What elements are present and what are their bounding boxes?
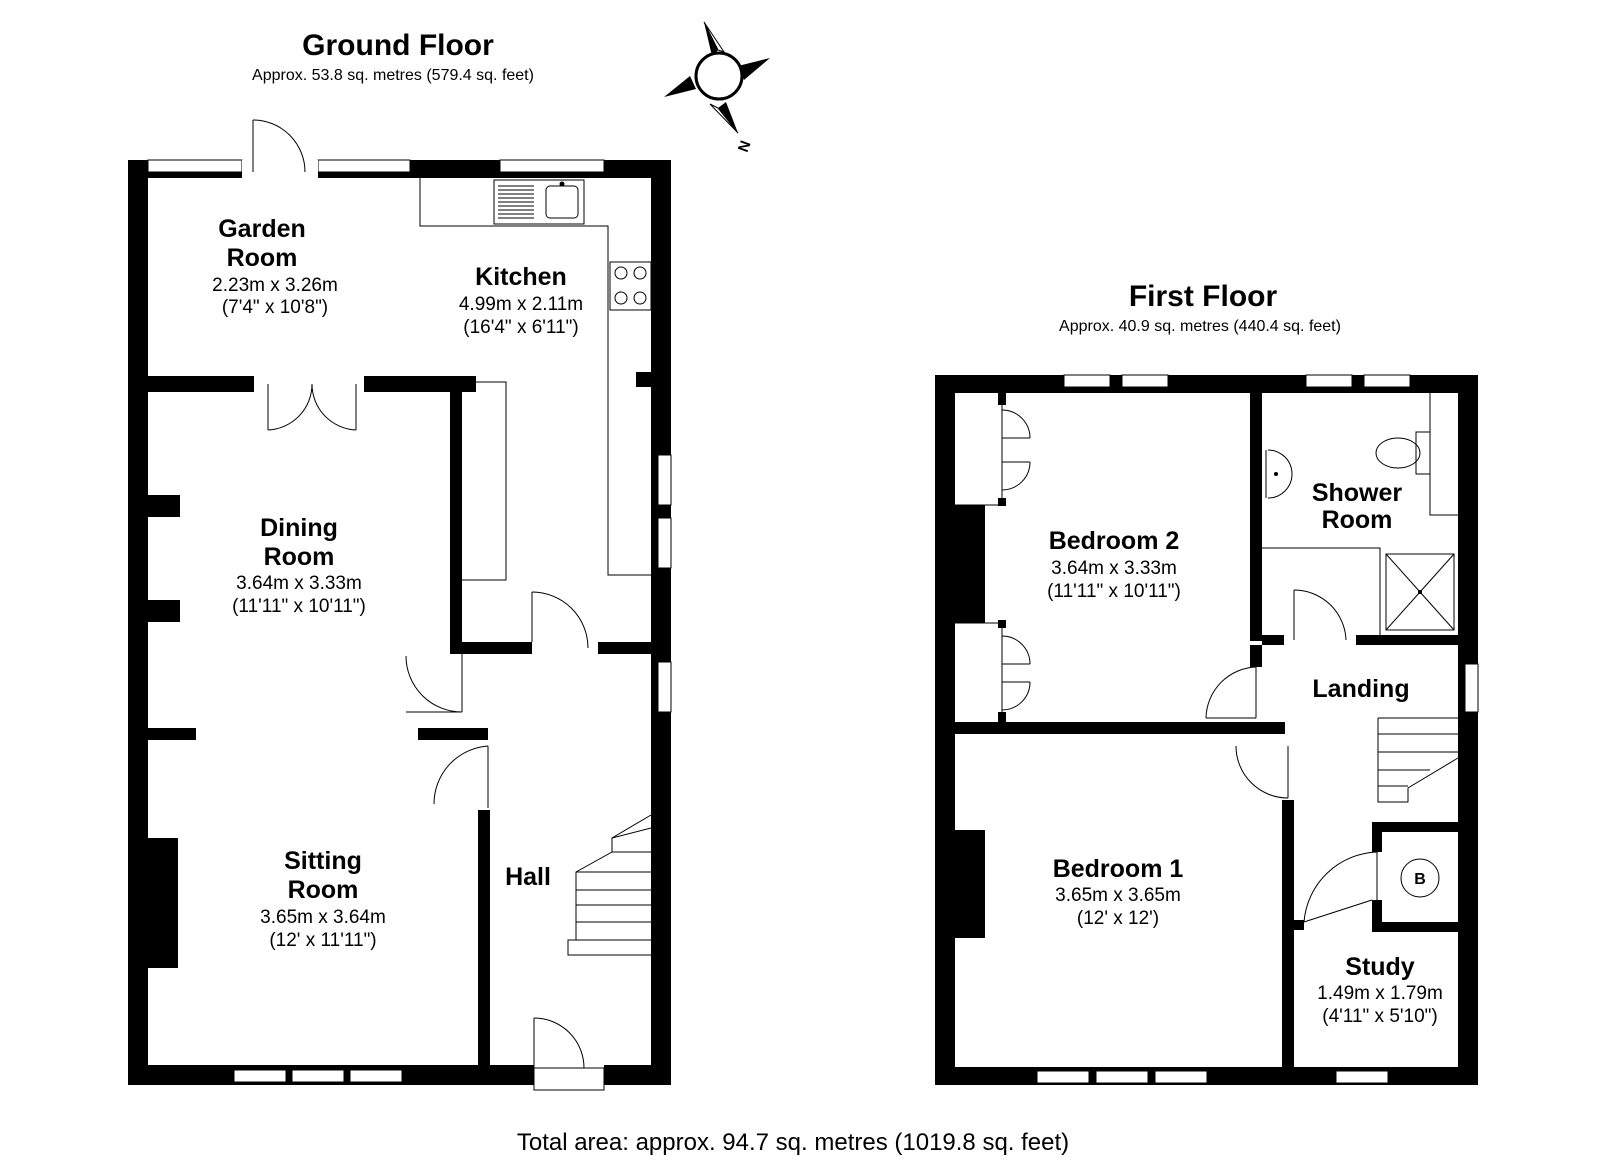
first-floor-area: Approx. 40.9 sq. metres (440.4 sq. feet) xyxy=(1059,318,1341,335)
room-name: Sitting xyxy=(284,847,362,875)
room-name: Shower xyxy=(1312,479,1403,507)
room-study: Study 1.49m x 1.79m (4'11" x 5'10") xyxy=(1317,953,1443,1027)
boiler-label: B xyxy=(1414,871,1426,888)
wardrobe-top-icon xyxy=(955,393,1031,506)
room-dimensions-imperial: (12' x 11'11") xyxy=(269,930,376,951)
room-dimensions-metric: 4.99m x 2.11m xyxy=(459,294,583,315)
room-garden-room: Garden Room 2.23m x 3.26m (7'4" x 10'8") xyxy=(212,215,338,318)
compass-north-label: N xyxy=(735,138,755,154)
toilet-icon xyxy=(1375,393,1458,516)
wardrobe-bottom-icon xyxy=(955,620,1031,722)
room-dimensions-imperial: (4'11" x 5'10") xyxy=(1322,1006,1437,1027)
bedroom2-door-icon xyxy=(1205,666,1257,719)
dining-french-doors-icon xyxy=(267,383,357,431)
room-name: Room xyxy=(288,876,359,904)
room-dimensions-metric: 3.64m x 3.33m xyxy=(1051,558,1177,579)
room-dining-room: Dining Room 3.64m x 3.33m (11'11" x 10'1… xyxy=(232,514,366,617)
room-name: Room xyxy=(264,543,335,571)
room-name: Room xyxy=(227,244,298,272)
compass-rose-icon: N xyxy=(664,21,770,154)
room-sitting-room: Sitting Room 3.65m x 3.64m (12' x 11'11"… xyxy=(260,847,386,951)
kitchen-sink-icon xyxy=(493,179,585,225)
room-landing: Landing xyxy=(1312,675,1409,703)
basin-icon xyxy=(1265,449,1293,499)
room-name: Landing xyxy=(1312,675,1409,703)
room-name: Kitchen xyxy=(475,263,567,291)
room-shower-room: Shower Room xyxy=(1312,479,1403,534)
total-area-caption: Total area: approx. 94.7 sq. metres (101… xyxy=(517,1129,1069,1156)
bedroom1-door-icon xyxy=(1235,745,1289,799)
room-name: Bedroom 1 xyxy=(1053,855,1184,883)
shower-door-icon xyxy=(1293,589,1347,641)
boiler-icon: B xyxy=(1400,858,1440,898)
room-dimensions-metric: 3.65m x 3.65m xyxy=(1055,885,1181,906)
dining-hall-door-icon xyxy=(405,654,463,713)
study-door-icon xyxy=(1303,851,1378,923)
room-dimensions-metric: 3.64m x 3.33m xyxy=(236,573,362,594)
sitting-hall-door-icon xyxy=(433,745,489,808)
kitchen-worktop xyxy=(419,178,651,581)
room-name: Bedroom 2 xyxy=(1049,527,1180,555)
kitchen-door-icon xyxy=(531,591,589,649)
room-hall: Hall xyxy=(505,863,551,891)
room-name: Study xyxy=(1345,953,1415,981)
shower-tray-icon xyxy=(1262,547,1455,635)
room-dimensions-metric: 1.49m x 1.79m xyxy=(1317,983,1443,1004)
room-dimensions-metric: 3.65m x 3.64m xyxy=(260,907,386,928)
front-door-icon xyxy=(533,1017,605,1091)
room-dimensions-imperial: (11'11" x 10'11") xyxy=(1047,581,1181,602)
ground-floor-plan: Garden Room 2.23m x 3.26m (7'4" x 10'8")… xyxy=(128,119,672,1091)
room-dimensions-metric: 2.23m x 3.26m xyxy=(212,275,338,296)
kitchen-hob-icon xyxy=(609,261,652,311)
room-bedroom-1: Bedroom 1 3.65m x 3.65m (12' x 12') xyxy=(1053,855,1184,929)
landing-staircase-icon xyxy=(1377,717,1459,803)
room-kitchen: Kitchen 4.99m x 2.11m (16'4" x 6'11") xyxy=(459,263,583,338)
room-bedroom-2: Bedroom 2 3.64m x 3.33m (11'11" x 10'11"… xyxy=(1047,527,1181,602)
room-name: Dining xyxy=(260,514,338,542)
room-dimensions-imperial: (11'11" x 10'11") xyxy=(232,596,366,617)
ground-floor-title: Ground Floor xyxy=(302,29,494,62)
ground-floor-area: Approx. 53.8 sq. metres (579.4 sq. feet) xyxy=(252,67,534,84)
hall-staircase-icon xyxy=(567,814,652,956)
first-floor-title: First Floor xyxy=(1129,280,1278,313)
room-name: Garden xyxy=(218,215,306,243)
garden-door-icon xyxy=(252,119,306,173)
room-dimensions-imperial: (7'4" x 10'8") xyxy=(222,297,328,318)
room-dimensions-imperial: (16'4" x 6'11") xyxy=(463,317,578,338)
room-name: Room xyxy=(1322,506,1393,534)
room-name: Hall xyxy=(505,863,551,891)
room-dimensions-imperial: (12' x 12') xyxy=(1077,908,1159,929)
first-floor-plan: B Bedroom 2 3.64m x 3.33m (11'11" x 10'1… xyxy=(935,374,1479,1085)
